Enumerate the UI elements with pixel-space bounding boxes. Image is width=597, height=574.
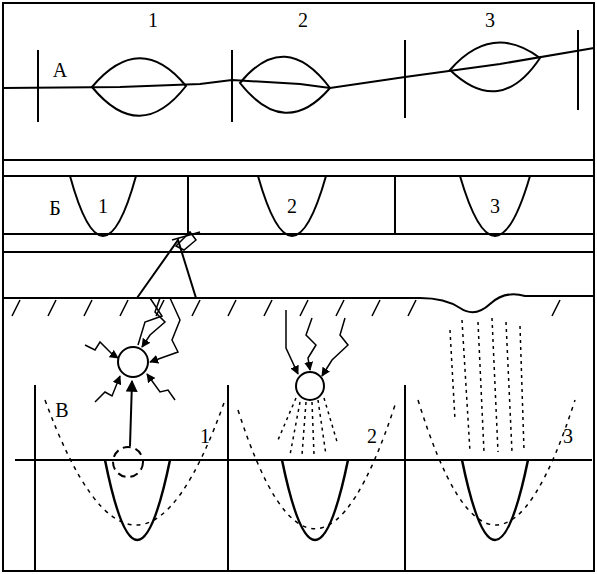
hatch-stroke — [48, 300, 56, 316]
line-art — [290, 402, 300, 455]
root — [306, 318, 316, 370]
divider — [231, 50, 233, 122]
bedrock-line — [15, 459, 592, 461]
trough-body — [460, 176, 530, 236]
panel-separator — [3, 251, 594, 253]
divider — [187, 176, 189, 234]
callout-number: 3 — [488, 195, 502, 217]
callout-number: 1 — [146, 9, 160, 31]
lens-body — [450, 43, 540, 92]
line-art — [462, 320, 470, 452]
plant-leaf — [172, 232, 200, 240]
ore-body — [462, 460, 528, 540]
ore-body — [282, 460, 348, 540]
halo-outline — [45, 400, 575, 529]
hatch-stroke — [12, 300, 20, 316]
panel-letter: А — [51, 59, 69, 81]
divider — [37, 50, 39, 122]
line-art — [45, 400, 225, 525]
root — [85, 342, 118, 358]
hatch-stroke — [192, 300, 200, 316]
hatch-stroke — [120, 300, 128, 316]
trough-body — [258, 176, 326, 236]
callout-number: 1 — [96, 195, 110, 217]
line-art — [312, 402, 314, 455]
root — [95, 376, 120, 402]
outer-frame — [3, 3, 594, 571]
divider — [404, 40, 406, 118]
root — [322, 318, 348, 376]
callout-number: 3 — [561, 425, 575, 447]
plant-crown — [137, 240, 196, 298]
divider — [394, 176, 396, 234]
hatch-stroke — [300, 300, 308, 316]
line-art — [418, 400, 575, 525]
callout-number: 3 — [483, 9, 497, 31]
hatch-stroke — [228, 300, 236, 316]
callout-number: 2 — [296, 9, 310, 31]
hatch-stroke — [552, 300, 560, 316]
ground-surface — [3, 294, 594, 312]
hatch-stroke — [336, 300, 344, 316]
hatch-stroke — [264, 300, 272, 316]
hatch-stroke — [408, 300, 416, 316]
callout-number: 2 — [365, 425, 379, 447]
lens-body — [240, 57, 330, 113]
ore-body — [105, 460, 170, 540]
root — [147, 374, 175, 400]
band-panel — [3, 176, 594, 234]
dissolved-nodule — [113, 447, 143, 477]
line-art — [3, 3, 594, 571]
trough-body — [70, 176, 136, 236]
callout-number: 2 — [285, 195, 299, 217]
hatch-stroke — [84, 300, 92, 316]
divider — [404, 385, 406, 570]
line-art — [302, 402, 306, 455]
root — [286, 310, 298, 374]
line-art — [318, 400, 326, 455]
line-art — [506, 322, 512, 452]
migration-arrow — [130, 381, 132, 446]
root — [138, 298, 162, 345]
dispersion-trails — [450, 318, 524, 452]
line-art — [492, 318, 498, 452]
divider — [227, 385, 229, 570]
mineral-nodule — [296, 372, 324, 400]
layer-line — [3, 48, 594, 88]
line-art — [278, 398, 296, 440]
hatch-stroke — [372, 300, 380, 316]
lens-body — [92, 58, 186, 116]
panel-separator — [3, 159, 594, 161]
mineral-nodule — [118, 347, 148, 377]
line-art — [238, 405, 395, 529]
panel-letter: В — [53, 399, 70, 421]
line-art — [450, 330, 455, 420]
panel-letter: Б — [47, 197, 62, 219]
divider — [34, 385, 36, 570]
callout-number: 1 — [198, 425, 212, 447]
line-art — [324, 398, 338, 445]
line-art — [520, 326, 524, 450]
line-art — [478, 322, 484, 452]
divider — [577, 30, 579, 110]
root — [150, 298, 180, 362]
dispersion-trails — [278, 398, 338, 455]
